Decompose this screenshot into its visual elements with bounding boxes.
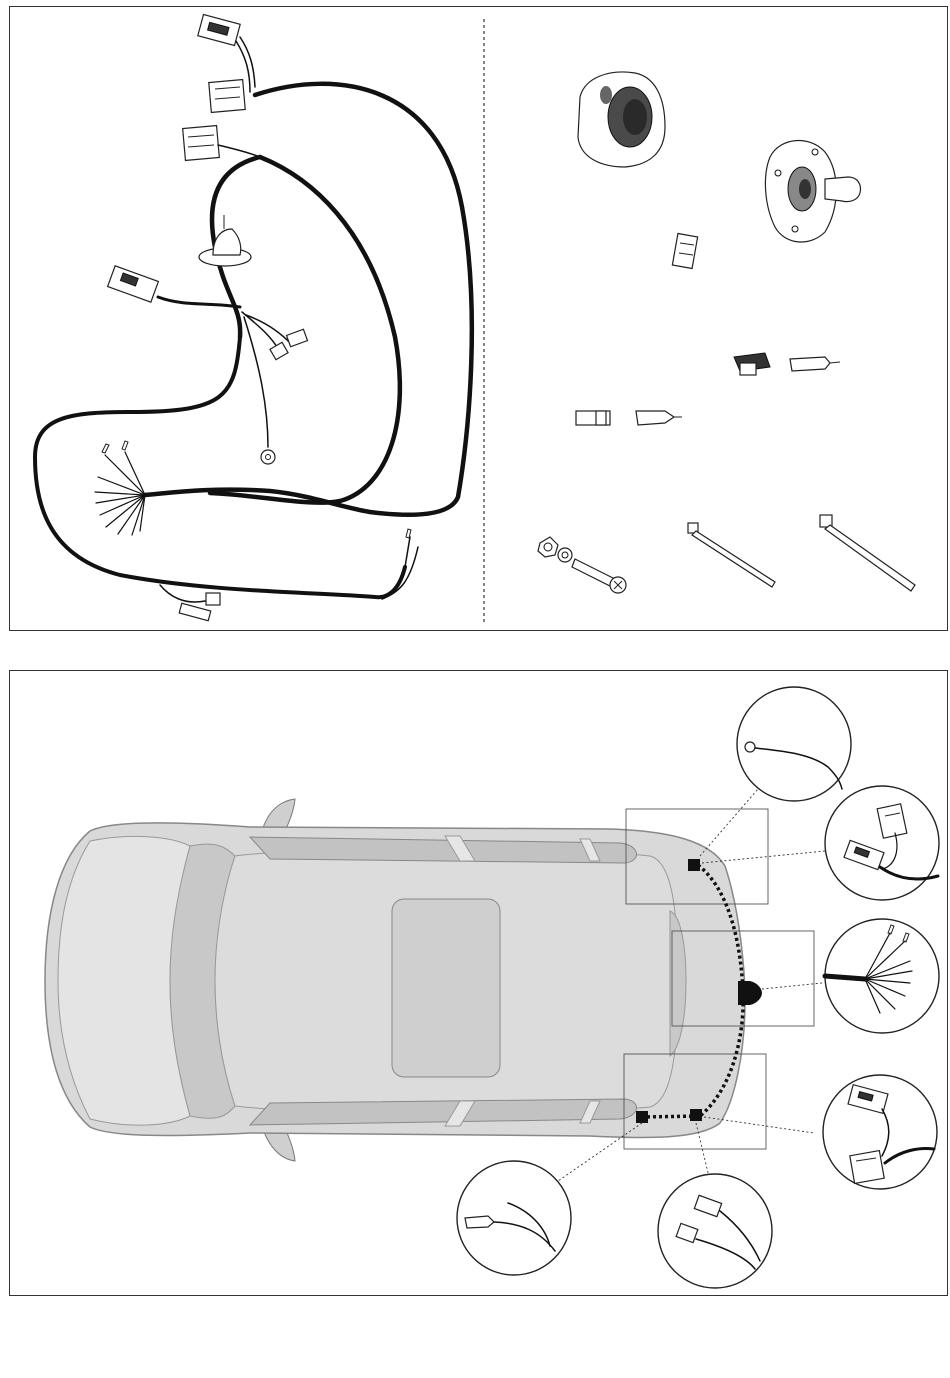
socket-housing bbox=[578, 72, 665, 167]
callout-spade-connector bbox=[658, 1174, 772, 1288]
relay-block bbox=[672, 234, 697, 269]
kit-contents-panel bbox=[9, 6, 948, 631]
car-top-view bbox=[45, 799, 745, 1161]
cable-tie bbox=[688, 523, 775, 587]
spade-connector-pair bbox=[576, 411, 682, 425]
installation-drawing bbox=[10, 671, 949, 1297]
cable-tie bbox=[820, 515, 915, 591]
bullet-connector-pair bbox=[734, 353, 840, 375]
small-plug-a bbox=[270, 342, 288, 359]
sunroof bbox=[392, 899, 500, 1077]
wire-fan bbox=[95, 441, 145, 535]
kit-contents-drawing bbox=[10, 7, 949, 632]
marker-bullet bbox=[636, 1111, 648, 1123]
top-connector-3 bbox=[183, 126, 220, 161]
callout-light-connector-left bbox=[825, 786, 939, 900]
installation-routing-panel bbox=[9, 670, 948, 1296]
marker-left-light bbox=[688, 859, 700, 871]
bottom-plug-housing bbox=[179, 603, 211, 620]
top-connector-2 bbox=[209, 80, 245, 113]
left-plug-cable bbox=[158, 297, 240, 307]
bottom-plug bbox=[206, 593, 220, 605]
callout-main-socket-fan bbox=[825, 919, 939, 1033]
wiring-harness bbox=[35, 14, 472, 620]
mounting-plate bbox=[765, 141, 860, 243]
marker-socket bbox=[738, 981, 762, 1005]
callout-ring-terminal bbox=[737, 687, 851, 801]
marker-right-light bbox=[690, 1109, 702, 1121]
callout-light-connector-right bbox=[823, 1075, 937, 1189]
small-plug-b bbox=[286, 329, 307, 346]
bolt-nut-washer bbox=[538, 537, 626, 593]
left-plug bbox=[108, 266, 159, 302]
callout-bullet-connector bbox=[457, 1161, 571, 1275]
long-loop-cable bbox=[35, 337, 405, 597]
grommet bbox=[199, 215, 251, 266]
top-connector-1 bbox=[198, 14, 240, 45]
